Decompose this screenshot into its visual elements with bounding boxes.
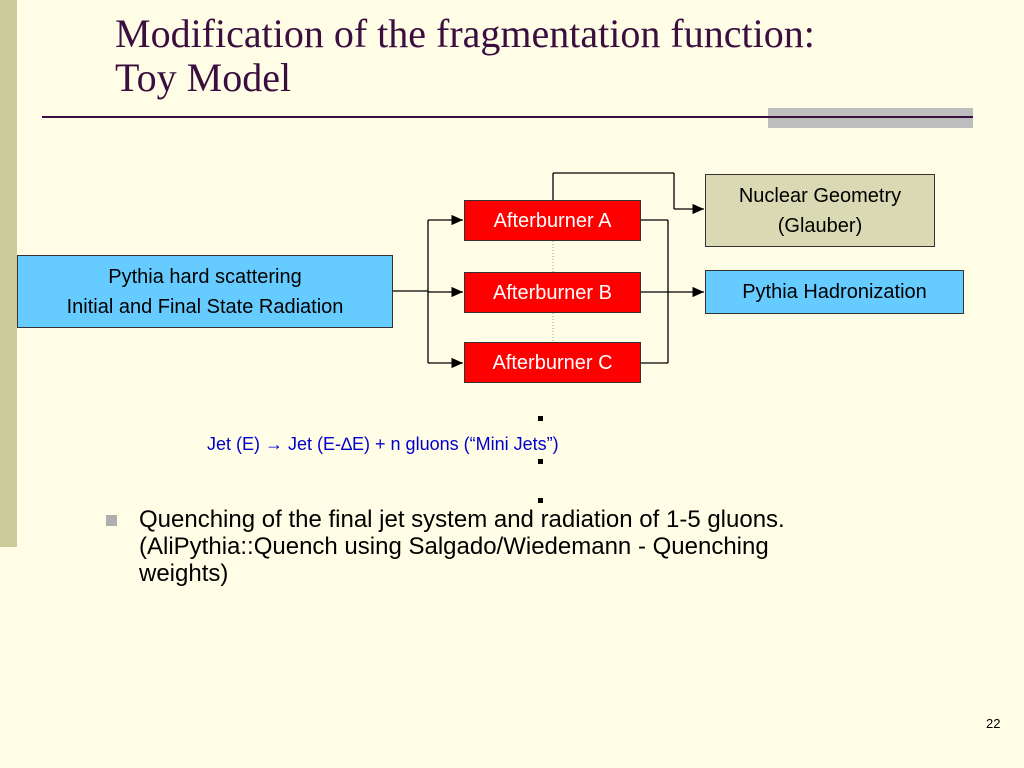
bullet-text: Quenching of the final jet system and ra…	[139, 506, 785, 587]
pythia-hadronization-label: Pythia Hadronization	[742, 281, 927, 303]
bullet-line-2: (AliPythia::Quench using Salgado/Wiedema…	[139, 533, 769, 560]
pythia-hard-line1: Pythia hard scattering	[108, 265, 302, 288]
afterburner-c-box: Afterburner C	[464, 342, 641, 383]
afterburner-c-label: Afterburner C	[492, 351, 613, 374]
bullet-item: Quenching of the final jet system and ra…	[106, 506, 906, 587]
bullet-square-icon	[106, 515, 117, 526]
afterburner-b-label: Afterburner B	[493, 281, 612, 304]
nuclear-geometry-box: Nuclear Geometry (Glauber)	[705, 174, 935, 247]
ellipsis-dot-3	[538, 498, 543, 503]
title-line-2: Toy Model	[115, 55, 292, 100]
bullet-line-3: weights)	[139, 560, 229, 587]
jet-formula: Jet (E) → Jet (E-∆E) + n gluons (“Mini J…	[207, 434, 559, 454]
pythia-hadronization-box: Pythia Hadronization	[705, 270, 964, 314]
pythia-hard-line2: Initial and Final State Radiation	[66, 295, 344, 318]
bullet-line-1: Quenching of the final jet system and ra…	[139, 506, 785, 533]
page-number: 22	[986, 716, 1001, 731]
title-rule	[42, 116, 973, 118]
nuclear-geometry-line2: (Glauber)	[777, 214, 863, 237]
afterburner-a-label: Afterburner A	[493, 209, 612, 232]
afterburner-a-box: Afterburner A	[464, 200, 641, 241]
nuclear-geometry-line1: Nuclear Geometry	[738, 184, 902, 207]
title-rule-accent	[768, 108, 973, 128]
pythia-hard-scattering-box: Pythia hard scattering Initial and Final…	[17, 255, 393, 328]
slide-title: Modification of the fragmentation functi…	[115, 12, 995, 100]
ellipsis-dot-2	[538, 459, 543, 464]
title-line-1: Modification of the fragmentation functi…	[115, 11, 815, 56]
left-accent-bar	[0, 0, 17, 547]
ellipsis-dot-1	[538, 416, 543, 421]
afterburner-b-box: Afterburner B	[464, 272, 641, 313]
